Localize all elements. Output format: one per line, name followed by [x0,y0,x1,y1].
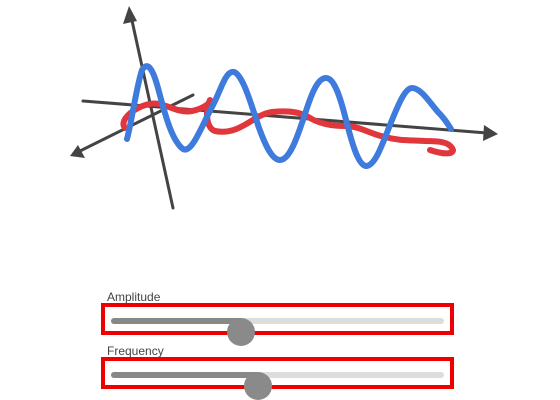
frequency-slider-thumb[interactable] [243,372,272,400]
amplitude-slider-track[interactable] [111,318,444,346]
frequency-slider-highlight [101,357,454,400]
amplitude-slider-highlight [101,303,454,346]
blue-wave [124,63,454,169]
amplitude-slider-thumb[interactable] [226,318,255,346]
wave-plot [70,6,498,210]
y-axis [78,93,195,153]
y-axis-arrowhead [70,145,85,158]
amplitude-slider-fill [111,318,241,324]
z-axis-arrowhead [123,6,137,24]
frequency-slider-track[interactable] [111,372,444,400]
z-axis [129,14,175,210]
amplitude-label: Amplitude [107,290,161,304]
x-axis-arrowhead [483,125,498,141]
frequency-slider-fill [111,372,258,378]
red-wave [120,97,456,157]
frequency-label: Frequency [107,344,164,358]
